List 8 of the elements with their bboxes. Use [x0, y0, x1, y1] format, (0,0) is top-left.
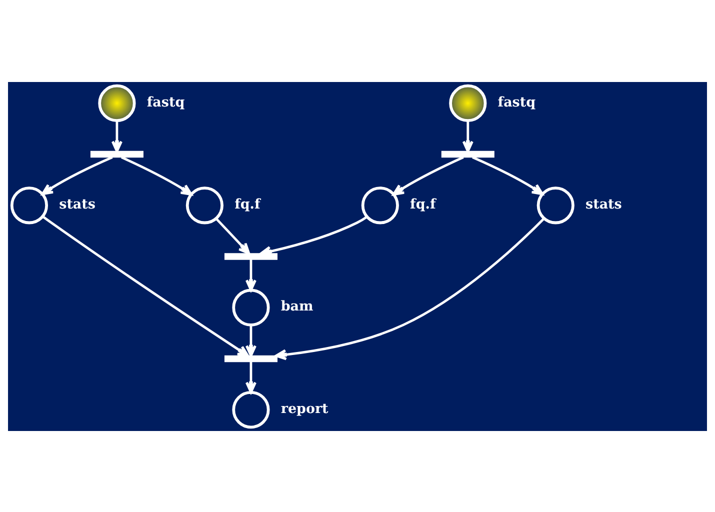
node-label: stats	[586, 196, 622, 212]
node-label: fq.f	[410, 196, 436, 212]
node-label: stats	[59, 196, 96, 212]
node-label: bam	[280, 298, 314, 314]
node-label: fastq	[498, 94, 536, 110]
node-label: fastq	[146, 94, 185, 110]
node-label: fq.f	[234, 196, 260, 212]
node-label: report	[280, 400, 328, 416]
